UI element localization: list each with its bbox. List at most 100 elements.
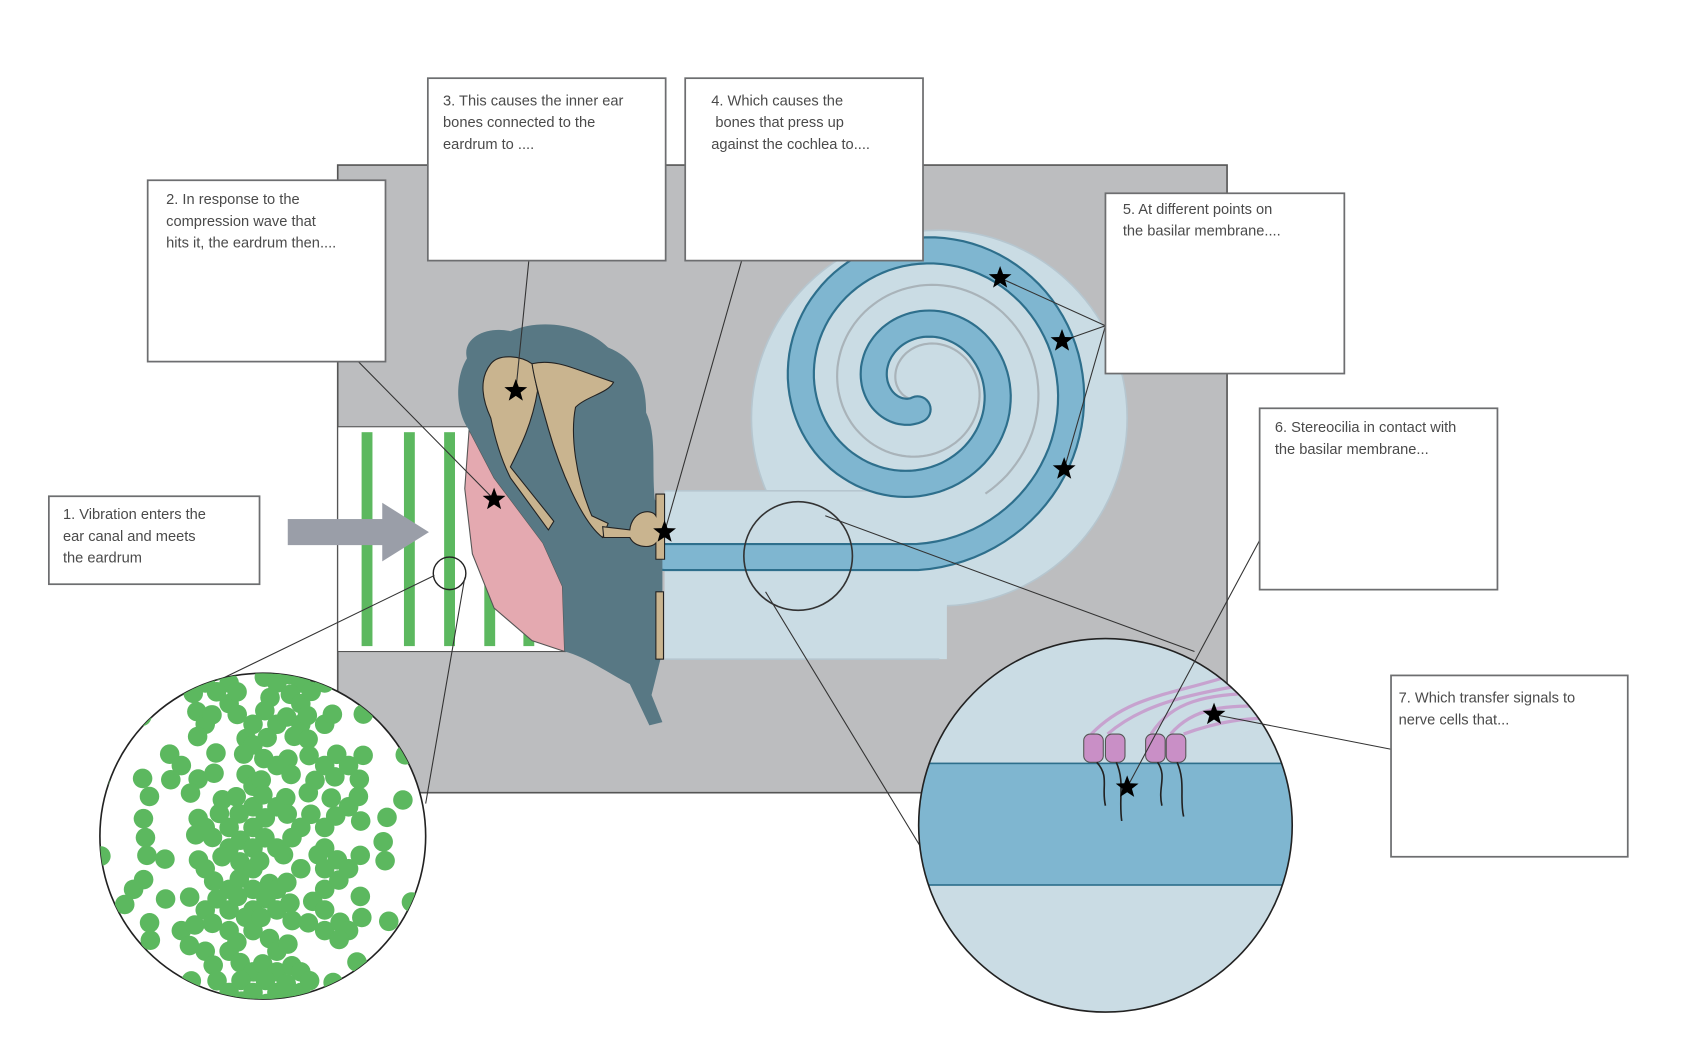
step-5-text: the basilar membrane.... <box>1123 224 1281 240</box>
nerve-axons <box>1096 761 1185 822</box>
air-particle <box>109 673 129 683</box>
air-particle <box>393 790 413 810</box>
air-particle <box>179 935 200 956</box>
air-particle <box>277 872 297 893</box>
round-window <box>655 591 665 660</box>
air-particle <box>202 913 223 934</box>
cochlea <box>650 229 1128 660</box>
air-particle <box>281 764 301 785</box>
air-particle <box>132 768 153 789</box>
ossicle-malleus <box>482 356 555 531</box>
step-4-text: 4. Which causes the <box>711 93 843 109</box>
air-particle <box>114 894 135 915</box>
air-particle <box>253 785 273 805</box>
air-particle <box>338 755 359 776</box>
air-particle <box>267 1003 287 1023</box>
air-particle <box>99 995 112 1000</box>
air-particle <box>356 972 376 993</box>
air-particle <box>181 993 202 1000</box>
air-particle <box>280 893 300 913</box>
air-particle <box>131 706 152 727</box>
air-particle <box>328 990 348 1000</box>
air-particle <box>377 807 397 828</box>
star-icon <box>1050 329 1074 351</box>
step-4-text: against the cochlea to.... <box>711 137 870 153</box>
air-particle <box>348 786 369 807</box>
step-6-text: the basilar membrane... <box>1275 442 1429 458</box>
air-particle <box>155 849 175 869</box>
air-particle <box>375 850 395 871</box>
air-particle <box>109 932 129 953</box>
star-icon <box>482 487 506 510</box>
air-particle <box>139 913 160 933</box>
basilar-tube <box>652 238 1084 570</box>
star-icon <box>1052 457 1076 479</box>
step-3-text: 3. This causes the inner ear <box>443 93 624 109</box>
air-particle <box>322 704 343 725</box>
air-particle <box>252 954 273 974</box>
air-particle <box>314 920 335 941</box>
air-particle <box>183 683 204 704</box>
step-2-text: compression wave that <box>166 214 316 230</box>
wave-stripe <box>444 432 455 647</box>
ossicle-stapes <box>602 493 666 560</box>
air-particle <box>139 673 160 684</box>
air-particle <box>243 1003 263 1023</box>
air-particle <box>185 915 205 935</box>
air-particle <box>283 990 304 1000</box>
air-particle <box>349 769 370 790</box>
air-particle <box>162 673 183 685</box>
air-particle <box>180 783 201 803</box>
air-particle <box>203 871 224 891</box>
air-particle <box>99 786 104 806</box>
step-3-box[interactable]: 3. This causes the inner ear bones connec… <box>426 77 667 262</box>
air-particle <box>206 682 227 702</box>
inner-spiral-line <box>836 283 1040 495</box>
air-particle <box>134 685 155 706</box>
air-particle <box>276 973 296 994</box>
air-particle <box>353 745 373 766</box>
air-particle <box>229 804 249 824</box>
air-particle <box>231 970 251 991</box>
air-particle <box>140 930 161 950</box>
air-particle <box>171 673 192 693</box>
vibration-arrow-icon <box>287 502 429 562</box>
air-particle <box>209 803 230 824</box>
air-particle <box>282 910 302 931</box>
svg-text:4. Which causes the bones that: 4. Which causes the bones that press upa… <box>711 93 870 152</box>
air-particle <box>133 808 154 829</box>
air-particle <box>212 846 232 867</box>
air-particle <box>350 811 371 831</box>
air-particle <box>115 708 135 728</box>
air-particle <box>207 971 227 991</box>
air-particle <box>323 972 343 993</box>
air-particle <box>202 827 223 848</box>
magnifier-circle-cochlea <box>743 500 854 612</box>
air-particle <box>202 705 222 725</box>
air-particle <box>233 744 254 764</box>
air-particle <box>401 892 422 912</box>
air-particle <box>171 755 192 776</box>
air-particle <box>297 705 318 726</box>
air-particle <box>298 729 318 750</box>
step-3-text: bones connected to the <box>443 115 595 131</box>
air-particle <box>314 900 335 920</box>
air-particle <box>106 975 127 996</box>
air-particle <box>299 745 319 766</box>
air-particle <box>301 681 321 702</box>
ossicle-incus <box>531 361 615 539</box>
air-particle <box>251 770 272 790</box>
air-particle <box>227 886 248 907</box>
air-particle <box>255 808 276 828</box>
air-particle <box>249 851 270 871</box>
